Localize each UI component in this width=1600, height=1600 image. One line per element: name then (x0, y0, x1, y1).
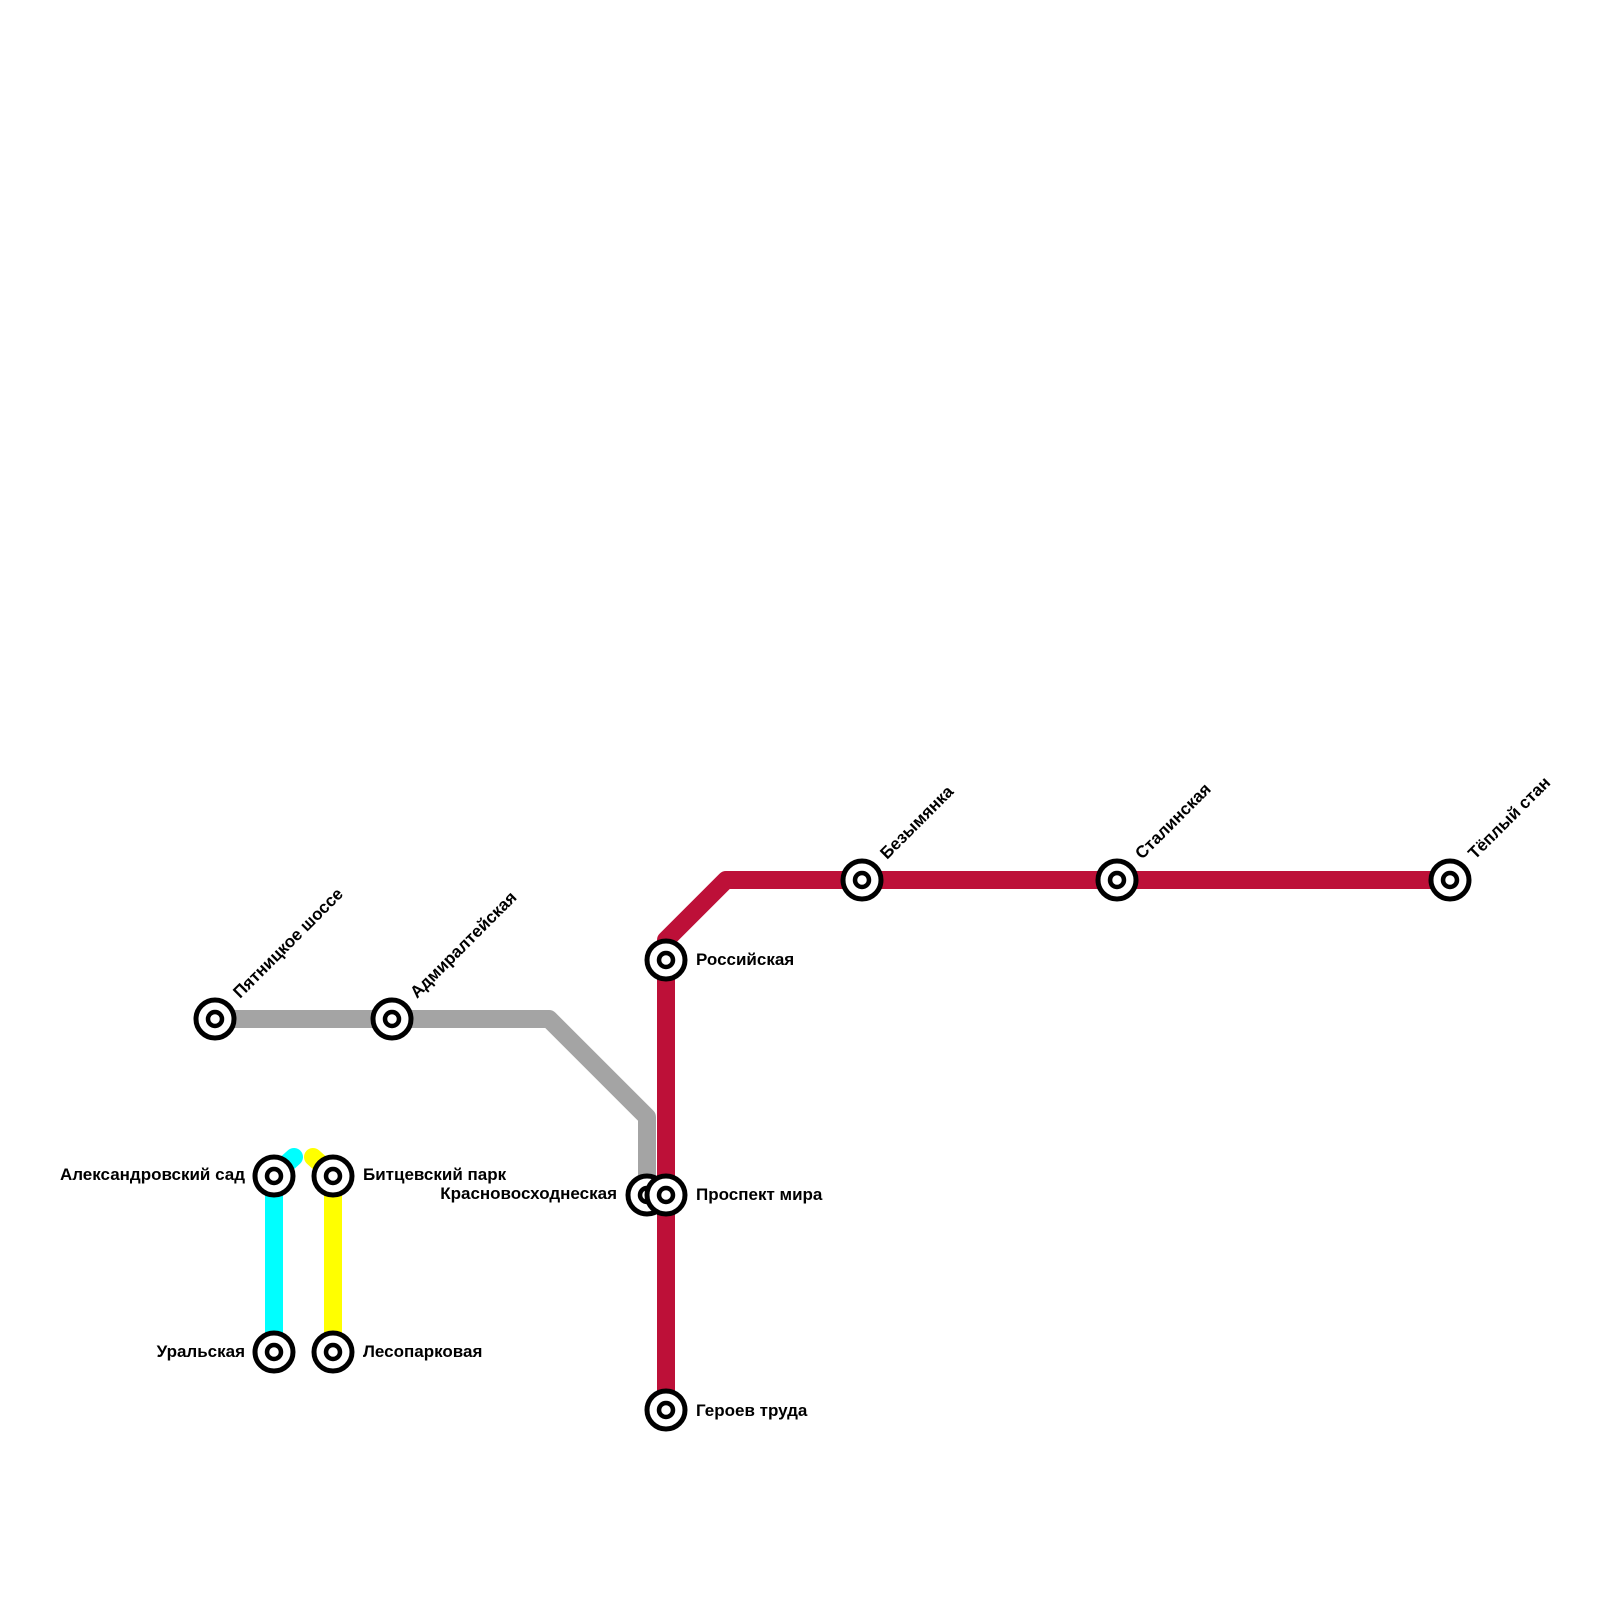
station-label-uralskaya: Уральская (157, 1342, 245, 1361)
station-marker-pyatnitskoe (193, 997, 237, 1041)
station-label-bezymyanka: Безымянка (876, 782, 957, 863)
station-label-admiralteiskaya: Адмиралтейская (406, 888, 520, 1002)
station-label-lesoparkovaya: Лесопарковая (363, 1342, 482, 1361)
labels: Пятницкое шоссе Адмиралтейская Красновос… (60, 773, 1554, 1420)
station-marker-lesoparkovaya (311, 1330, 355, 1374)
station-label-prospekt-mira: Проспект мира (696, 1185, 823, 1204)
station-marker-bezymyanka (840, 858, 884, 902)
station-marker-bitsevsky-park (311, 1154, 355, 1198)
station-label-aleksandrovsky-sad: Александровский сад (60, 1165, 245, 1184)
station-label-pyatnitskoe: Пятницкое шоссе (229, 884, 347, 1002)
station-marker-admiralteiskaya (370, 997, 414, 1041)
station-marker-uralskaya (252, 1330, 296, 1374)
station-marker-aleksandrovsky-sad (252, 1154, 296, 1198)
station-marker-stalinskaya (1095, 858, 1139, 902)
station-label-krasnovoskhodneskaya: Красновосходнеская (440, 1184, 617, 1203)
station-marker-prospekt-mira (644, 1173, 688, 1217)
station-marker-rossiyskaya (644, 938, 688, 982)
station-marker-geroev-truda (644, 1388, 688, 1432)
station-label-geroev-truda: Героев труда (696, 1401, 808, 1420)
station-marker-teply-stan (1428, 858, 1472, 902)
station-label-stalinskaya: Сталинская (1131, 779, 1214, 862)
station-label-teply-stan: Тёплый стан (1464, 773, 1554, 863)
station-label-bitsevsky-park: Битцевский парк (363, 1165, 507, 1184)
station-label-rossiyskaya: Российская (696, 950, 794, 969)
